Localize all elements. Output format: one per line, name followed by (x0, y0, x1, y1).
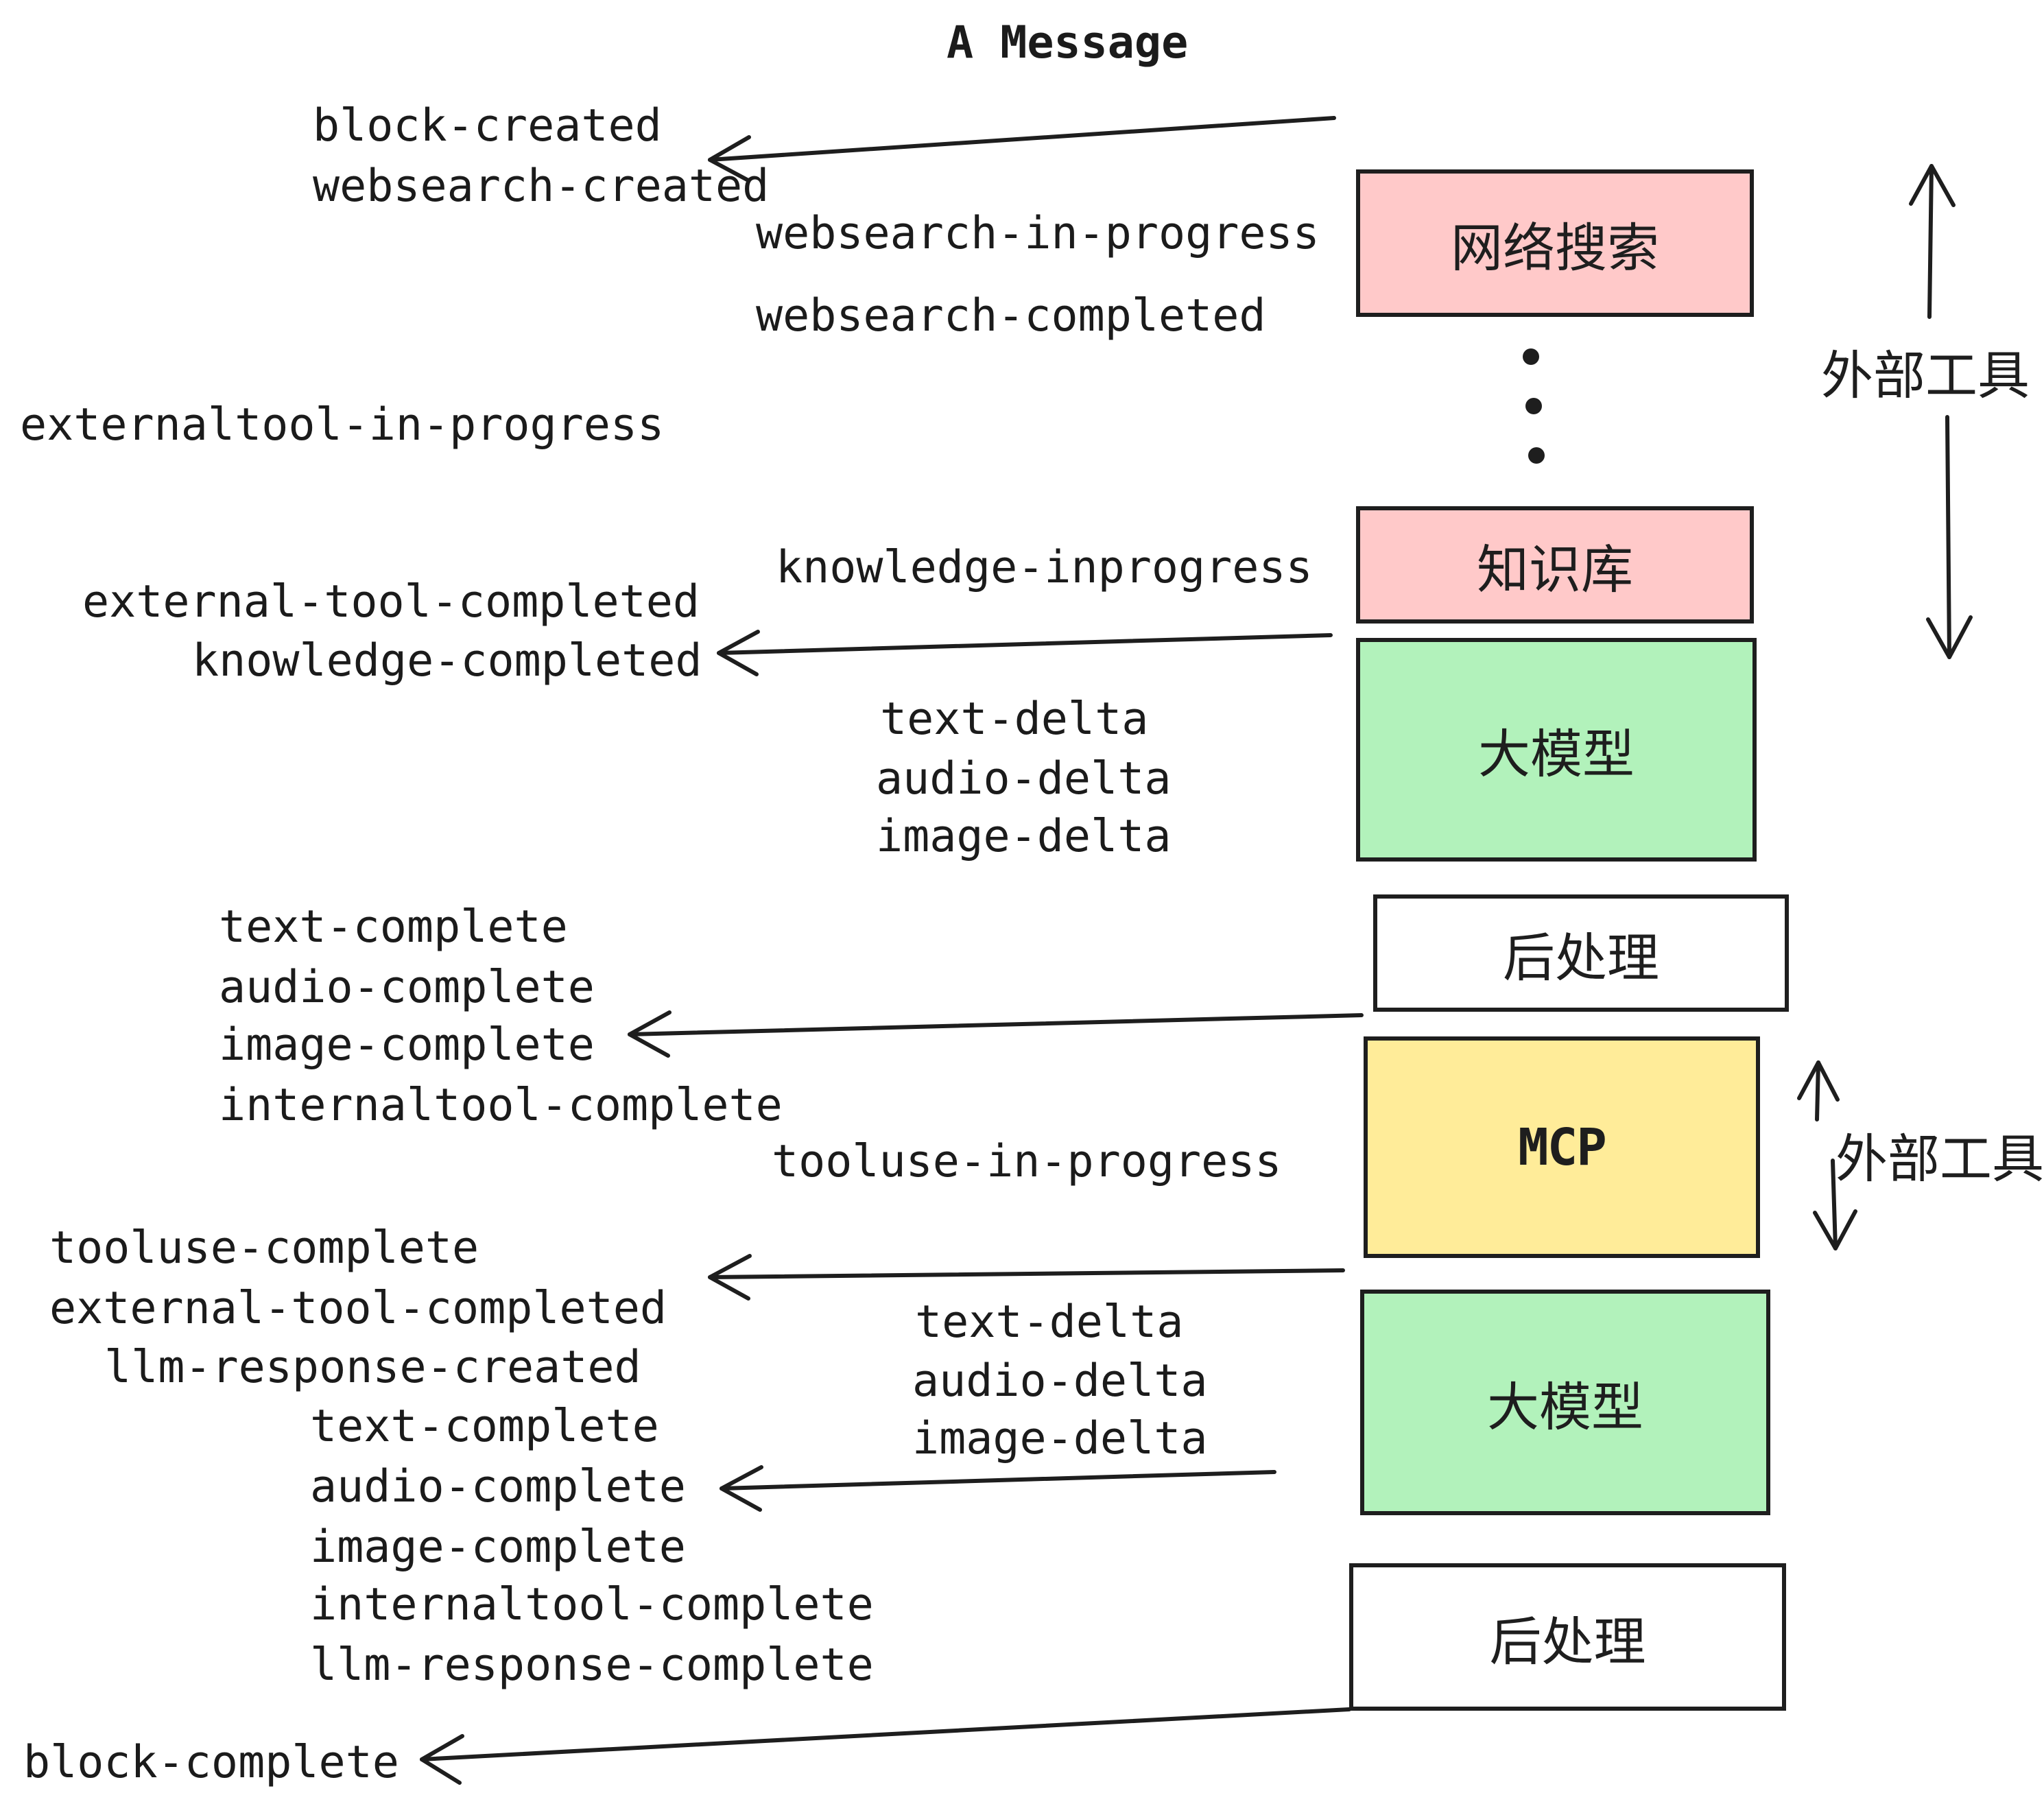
event-block-created: block-created (313, 100, 662, 152)
page-title: A Message (947, 17, 1189, 69)
event-external-tool-completed-2: external-tool-completed (49, 1283, 667, 1334)
event-externaltool-in-progress: externaltool-in-progress (20, 399, 665, 451)
knowledge-base-box: 知识库 (1356, 506, 1754, 624)
llm-box-2: 大模型 (1360, 1290, 1770, 1515)
event-text-complete-2: text-complete (310, 1401, 659, 1452)
llm-box-1: 大模型 (1356, 638, 1757, 862)
arrow-knowledge-to-completed (717, 630, 1333, 676)
event-internaltool-complete-1: internaltool-complete (219, 1080, 783, 1131)
external-tools-double-arrow-1 (1909, 164, 1973, 659)
event-internaltool-complete-2: internaltool-complete (310, 1579, 874, 1630)
mcp-box: MCP (1364, 1036, 1760, 1258)
websearch-box: 网络搜索 (1356, 169, 1754, 317)
event-text-delta-2: text-delta (915, 1296, 1184, 1348)
ellipsis-dots-icon (1523, 348, 1545, 464)
event-block-complete: block-complete (23, 1737, 399, 1788)
event-image-complete-1: image-complete (219, 1019, 595, 1071)
event-websearch-completed: websearch-completed (756, 290, 1266, 342)
event-image-delta-2: image-delta (912, 1413, 1208, 1464)
mcp-box-label: MCP (1518, 1117, 1607, 1177)
event-audio-complete-1: audio-complete (219, 962, 595, 1013)
event-knowledge-completed: knowledge-completed (192, 635, 702, 687)
post-processing-box-1-label: 后处理 (1503, 929, 1659, 988)
arrow-mcp-to-tooluse-complete (708, 1254, 1345, 1301)
event-llm-response-complete: llm-response-complete (310, 1639, 874, 1691)
arrow-llm2-to-complete (720, 1465, 1276, 1512)
arrow-websearch-to-block-created (708, 116, 1336, 182)
event-websearch-in-progress: websearch-in-progress (756, 208, 1320, 259)
post-processing-box-1: 后处理 (1373, 894, 1789, 1012)
arrow-post1-to-complete (628, 1010, 1364, 1058)
post-processing-box-2: 后处理 (1349, 1563, 1786, 1711)
event-text-complete-1: text-complete (219, 901, 568, 953)
event-text-delta-1: text-delta (880, 693, 1149, 745)
llm-box-2-label: 大模型 (1487, 1378, 1643, 1437)
event-audio-delta-1: audio-delta (876, 753, 1172, 805)
event-knowledge-inprogress: knowledge-inprogress (776, 542, 1313, 593)
event-external-tool-completed-1: external-tool-completed (82, 576, 700, 628)
post-processing-box-2-label: 后处理 (1489, 1613, 1646, 1672)
external-tools-annotation-1: 外部工具 (1821, 347, 2030, 405)
llm-box-1-label: 大模型 (1478, 726, 1635, 784)
event-image-delta-1: image-delta (876, 811, 1172, 862)
event-audio-delta-2: audio-delta (912, 1355, 1208, 1407)
event-llm-response-created: llm-response-created (104, 1342, 641, 1393)
event-websearch-created: websearch-created (313, 161, 770, 212)
event-tooluse-complete: tooluse-complete (49, 1222, 479, 1274)
arrow-post2-to-block-complete (420, 1707, 1351, 1785)
external-tools-double-arrow-2 (1797, 1060, 1857, 1250)
external-tools-annotation-2: 外部工具 (1835, 1130, 2044, 1189)
event-audio-complete-2: audio-complete (310, 1461, 686, 1512)
event-image-complete-2: image-complete (310, 1521, 686, 1573)
event-tooluse-in-progress: tooluse-in-progress (772, 1136, 1282, 1187)
knowledge-base-box-label: 知识库 (1477, 541, 1633, 600)
websearch-box-label: 网络搜索 (1451, 219, 1659, 278)
